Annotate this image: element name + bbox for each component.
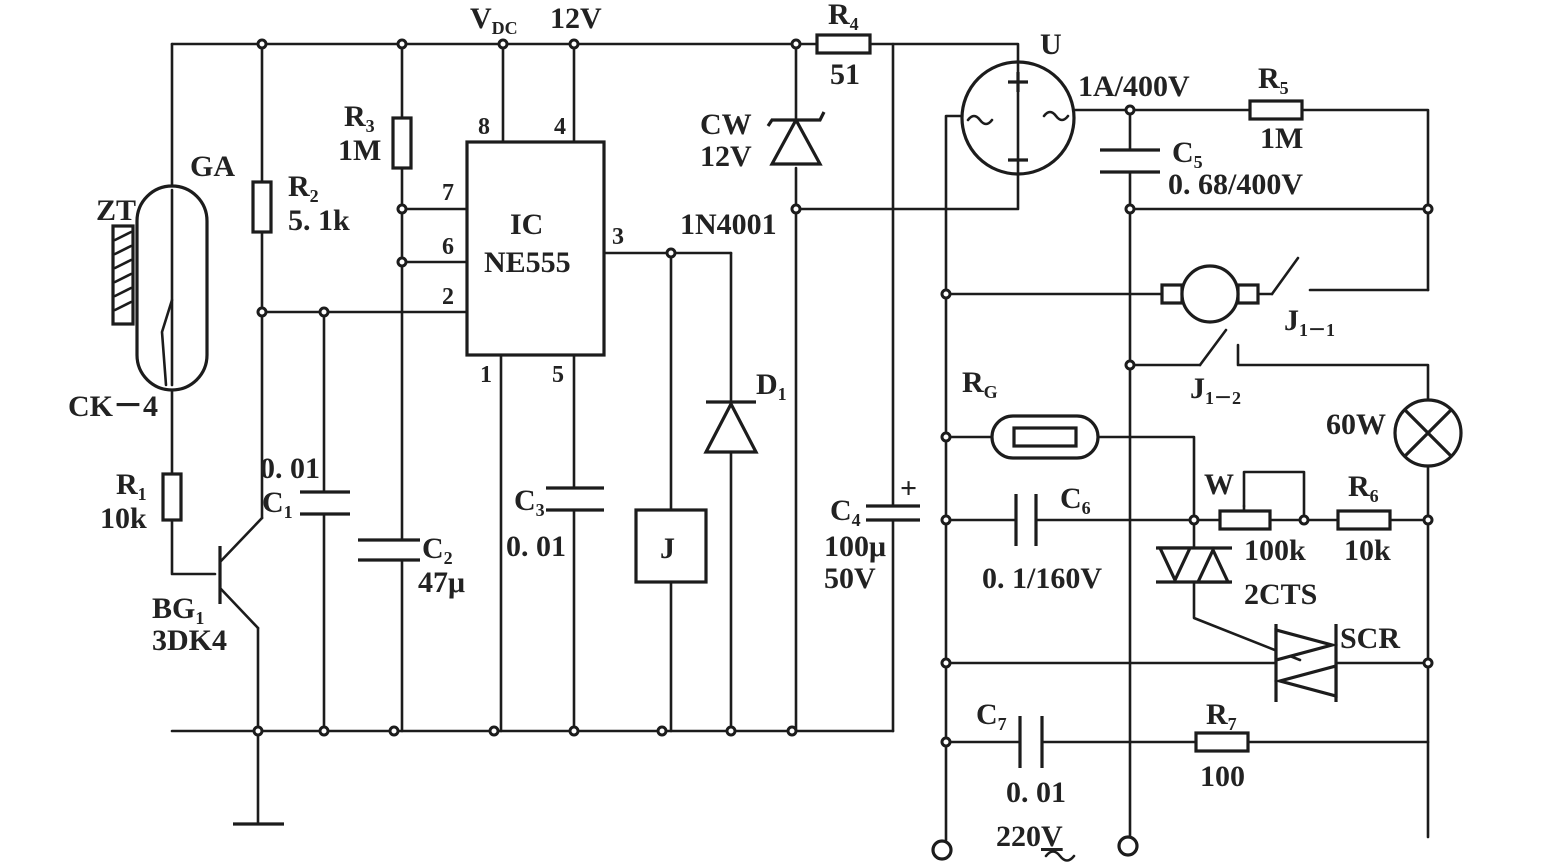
label-r4: R4 (828, 0, 859, 34)
label-ga: GA (190, 150, 235, 183)
label-c3: C3 (514, 484, 545, 520)
label-r5: R5 (1258, 62, 1289, 98)
label-c1: C1 (262, 486, 293, 522)
label-c2: C2 (422, 532, 453, 568)
label-lamp: 60W (1326, 408, 1386, 441)
label-c1-value: 0. 01 (260, 452, 320, 485)
r1-resistor (161, 472, 183, 522)
label-ck4: CK－4 (68, 390, 158, 423)
label-r7: R7 (1206, 698, 1237, 734)
mains-ac-symbol (1044, 850, 1076, 862)
c5-capacitor (1100, 148, 1160, 174)
label-12v: 12V (550, 2, 602, 35)
label-d1: D1 (756, 368, 787, 404)
label-diode-type: 1N4001 (680, 208, 777, 241)
label-c4: C4 (830, 494, 861, 530)
rg-photoresistor (990, 414, 1100, 460)
label-w: W (1204, 468, 1234, 501)
zt-magnet-icon (111, 224, 135, 326)
label-r1-value: 10k (100, 502, 147, 535)
d1-diode (703, 400, 759, 454)
label-bg1-type: 3DK4 (152, 624, 227, 657)
c1-capacitor (300, 490, 350, 516)
label-c5-value: 0. 68/400V (1168, 168, 1303, 201)
label-bridge-rating: 1A/400V (1078, 70, 1190, 103)
label-c2-value: 47μ (418, 566, 465, 599)
label-c7: C7 (976, 698, 1007, 734)
motor-icon (1160, 264, 1260, 324)
r4-resistor (815, 33, 872, 55)
r2-resistor (251, 180, 273, 234)
label-pin6: 6 (442, 234, 454, 260)
label-c5: C5 (1172, 136, 1203, 172)
label-r3-value: 1M (338, 134, 381, 167)
label-r3: R3 (344, 100, 375, 136)
label-pin8: 8 (478, 114, 490, 140)
label-pin2: 2 (442, 284, 454, 310)
r6-resistor (1336, 509, 1392, 531)
label-c7-value: 0. 01 (1006, 776, 1066, 809)
lamp-icon (1393, 398, 1463, 468)
c2-capacitor (358, 538, 420, 562)
label-r2-value: 5. 1k (288, 204, 350, 237)
c3-capacitor (546, 486, 604, 512)
c6-capacitor (1014, 494, 1038, 546)
mains-terminal-left (931, 839, 953, 861)
labels: VDC 12V R4 51 U 1A/400V R5 1M C5 0. 68/4… (68, 0, 1400, 862)
label-r1: R1 (116, 468, 147, 504)
c7-capacitor (1018, 716, 1044, 768)
label-pin1: 1 (480, 362, 492, 388)
label-pin4: 4 (554, 114, 566, 140)
label-bg1: BG1 (152, 592, 204, 628)
label-w-value: 100k (1244, 534, 1306, 567)
label-j11: J1－1 (1284, 304, 1335, 340)
c4-capacitor (866, 504, 920, 522)
label-r6: R6 (1348, 470, 1379, 506)
label-ic: IC (510, 208, 543, 241)
ga-reed-switch (135, 184, 209, 392)
r3-resistor (391, 116, 413, 170)
bridge-rectifier (960, 60, 1076, 176)
label-mains: 220V (996, 820, 1063, 853)
label-r5-value: 1M (1260, 122, 1303, 155)
label-pin3: 3 (612, 224, 624, 250)
ne555-ic (465, 140, 606, 357)
cw-zener-diode (766, 111, 826, 166)
label-scr: SCR (1340, 622, 1400, 655)
label-ne555: NE555 (484, 246, 571, 279)
label-r6-value: 10k (1344, 534, 1391, 567)
label-r4-value: 51 (830, 58, 860, 91)
relay-coil (634, 508, 708, 584)
label-c6: C6 (1060, 482, 1091, 518)
label-c4-voltage: 50V (824, 562, 876, 595)
junction-dots (252, 38, 1434, 748)
label-c6-value: 0. 1/160V (982, 562, 1102, 595)
label-zt: ZT (96, 194, 136, 227)
label-r2: R2 (288, 170, 319, 206)
label-r7-value: 100 (1200, 760, 1245, 793)
label-vdc: VDC (470, 2, 518, 38)
label-cw: CW (700, 108, 752, 141)
diac-2cts (1156, 546, 1232, 584)
w-potentiometer (1218, 504, 1272, 531)
label-pin7: 7 (442, 180, 454, 206)
wires (170, 42, 1430, 842)
mains-terminal-right (1117, 835, 1139, 857)
r5-resistor (1248, 99, 1304, 121)
scr-triac (1273, 624, 1339, 702)
label-j12: J1－2 (1190, 372, 1241, 408)
label-rg: RG (962, 366, 998, 402)
label-relay: J (660, 532, 675, 565)
label-pin5: 5 (552, 362, 564, 388)
r7-resistor (1194, 731, 1250, 753)
label-u: U (1040, 28, 1062, 61)
label-c4-plus: + (900, 472, 917, 505)
label-c4-value: 100μ (824, 530, 886, 563)
label-diac: 2CTS (1244, 578, 1317, 611)
label-cw-value: 12V (700, 140, 752, 173)
label-c3-value: 0. 01 (506, 530, 566, 563)
